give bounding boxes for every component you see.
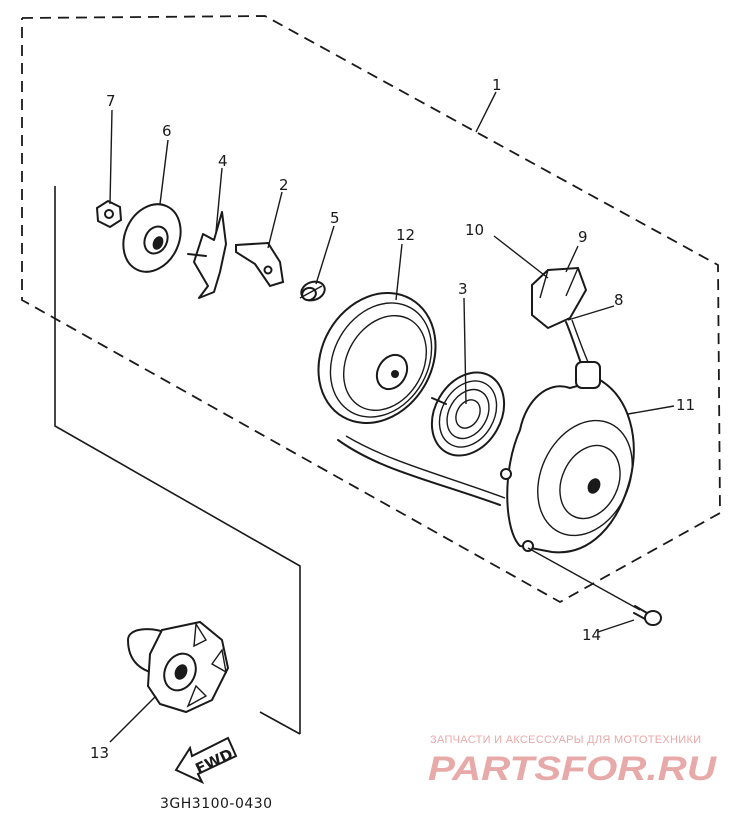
callout-10: 10 [465, 221, 484, 239]
callout-5: 5 [330, 209, 340, 227]
drawing-code: 3GH3100-0430 [160, 796, 273, 812]
callout-12: 12 [396, 226, 415, 244]
leader-lines [109, 91, 675, 743]
starter-handle-part [531, 266, 588, 330]
callout-9: 9 [578, 228, 588, 246]
sub-assembly-outline [54, 186, 301, 735]
callout-4: 4 [218, 152, 228, 170]
bolt-part [633, 605, 662, 626]
callout-13: 13 [90, 744, 109, 762]
callout-6: 6 [162, 122, 172, 140]
callout-1: 1 [492, 76, 502, 94]
callout-numbers: 1 2 3 4 5 6 7 8 9 10 11 12 13 14 [90, 76, 695, 762]
callout-11: 11 [676, 396, 695, 414]
sheave-drum-part [317, 292, 506, 506]
starter-rope-part [565, 319, 589, 367]
callout-8: 8 [614, 291, 624, 309]
small-spring-part [299, 280, 326, 302]
watermark-logo-text: PARTSFOR.RU [428, 750, 718, 788]
starter-pulley-part [126, 620, 230, 714]
spring-clip-part [187, 211, 227, 299]
drive-plate-part [122, 203, 182, 273]
callout-14: 14 [582, 626, 601, 644]
nut-part [95, 199, 123, 229]
callout-7: 7 [106, 92, 116, 110]
recoil-spring-part [430, 371, 506, 457]
assembly-outline [21, 15, 721, 604]
forward-direction-arrow: FWD [174, 736, 238, 785]
starter-case-part [500, 361, 635, 554]
pawl-part [235, 241, 285, 288]
callout-3: 3 [458, 280, 468, 298]
watermark-logo: PARTSFOR.RU [428, 750, 718, 788]
watermark-tagline: ЗАПЧАСТИ И АКСЕССУАРЫ ДЛЯ МОТОТЕХНИКИ [430, 734, 702, 746]
callout-2: 2 [279, 176, 289, 194]
